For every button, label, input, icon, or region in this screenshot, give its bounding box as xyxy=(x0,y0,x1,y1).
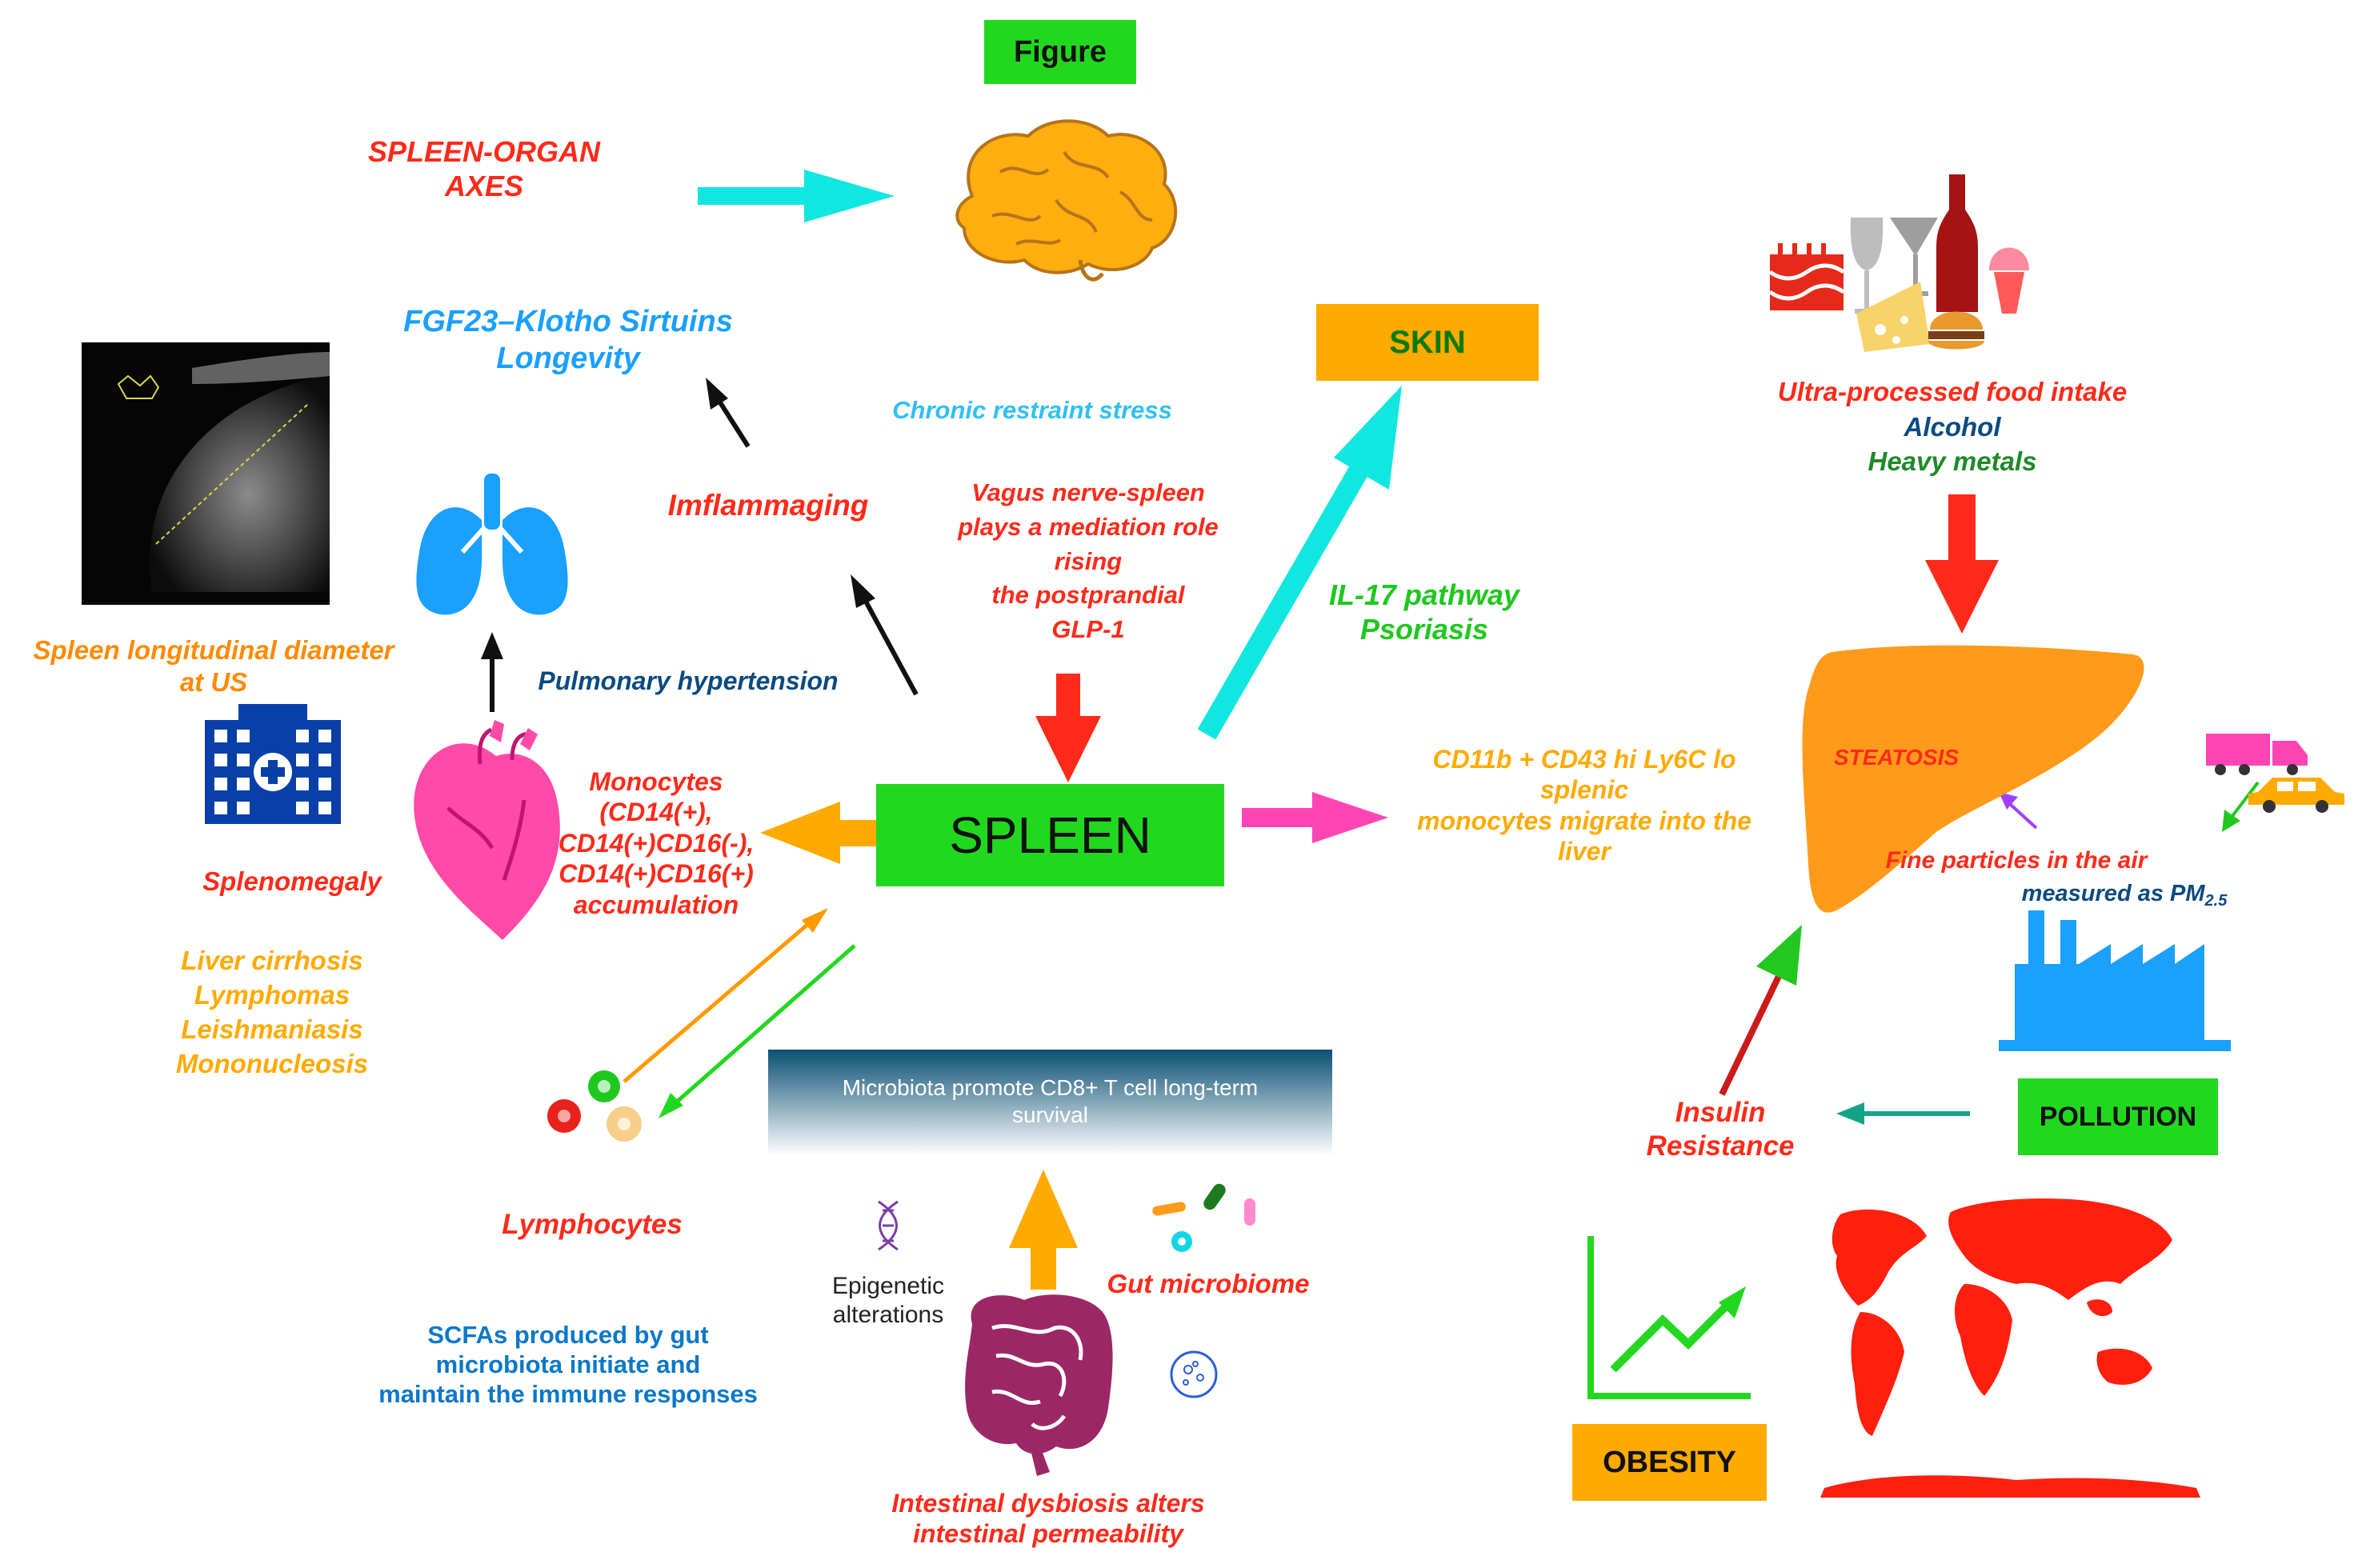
ultrasound-image xyxy=(82,342,330,605)
arrow-spleen-to-inflammaging xyxy=(851,574,919,696)
arrow-vehicles-to-particles xyxy=(2222,781,2260,832)
heart-icon xyxy=(414,720,560,940)
skin-box xyxy=(1316,304,1539,381)
obesity-label: OBESITY xyxy=(1603,1445,1736,1479)
microbe-icon xyxy=(1170,1350,1218,1398)
obesity-chart-icon xyxy=(1587,1236,1751,1399)
arrow-inflammaging-to-fgf xyxy=(706,378,751,448)
arrow-pollution-to-insulin xyxy=(1836,1102,1970,1125)
bacteria-icon xyxy=(1152,1183,1255,1252)
pm-subscript: 2.5 xyxy=(2204,892,2228,910)
steatosis-label: STEATOSIS xyxy=(1833,745,1960,770)
monocytes-label: Monocytes (CD14(+), CD14(+)CD16(-), CD14… xyxy=(558,767,755,919)
lungs-icon xyxy=(416,474,568,615)
arrow-spleen-to-lymphocytes xyxy=(659,944,856,1118)
pm25-label: measured as PM2.5 xyxy=(1992,880,2256,910)
factory-icon xyxy=(1999,910,2231,1051)
intestine-icon xyxy=(965,1294,1113,1476)
pm-prefix: measured as PM xyxy=(2021,881,2205,906)
fine-particles-label: Fine particles in the air xyxy=(1885,847,2148,874)
truck-icon xyxy=(2206,734,2308,775)
obesity-box xyxy=(1572,1424,1767,1501)
food-intake-label: Ultra-processed food intake xyxy=(1777,377,2128,406)
spleen-organ-axes-label: SPLEEN-ORGAN AXES xyxy=(367,135,601,203)
insulin-resistance-label: Insulin Resistance xyxy=(1646,1097,1795,1162)
arrow-spleen-to-monocytes xyxy=(760,802,879,864)
arrow-spleen-to-liver-monocytes xyxy=(1242,792,1388,843)
arrow-intestine-to-banner xyxy=(1009,1170,1078,1290)
skin-label: SKIN xyxy=(1389,324,1466,360)
figure-title: Figure xyxy=(1013,34,1107,69)
heavy-metals-label: Heavy metals xyxy=(1868,446,2037,476)
pollution-label: POLLUTION xyxy=(2039,1101,2197,1132)
chronic-stress-label: Chronic restraint stress xyxy=(892,396,1172,424)
il17-psoriasis-label: IL-17 pathway Psoriasis xyxy=(1328,578,1520,646)
lymphocytes-label: Lymphocytes xyxy=(502,1209,683,1240)
arrow-lymphocytes-to-spleen xyxy=(623,908,828,1083)
microbiota-banner xyxy=(768,1050,1332,1155)
brain-icon xyxy=(955,119,1178,282)
gut-microbiome-label: Gut microbiome xyxy=(1107,1269,1310,1298)
car-icon xyxy=(2248,778,2344,813)
arrow-heart-to-lungs xyxy=(481,632,503,712)
vagus-nerve-label: Vagus nerve-spleen plays a mediation rol… xyxy=(958,478,1219,644)
cd11b-monocytes-label: CD11b + CD43 hi Ly6C lo splenic monocyte… xyxy=(1417,745,1751,866)
fgf23-klotho-label: FGF23–Klotho Sirtuins Longevity xyxy=(403,305,733,375)
diseases-list-label: Liver cirrhosis Lymphomas Leishmaniasis … xyxy=(175,946,369,1078)
arrow-insulin-to-liver xyxy=(1719,925,1802,1096)
arrow-food-to-liver xyxy=(1925,494,1999,634)
spleen-diameter-label: Spleen longitudinal diameter at US xyxy=(33,635,394,697)
splenomegaly-label: Splenomegaly xyxy=(202,866,382,896)
food-icon xyxy=(1768,174,2029,352)
figure-box xyxy=(984,20,1136,84)
spleen-label: SPLEEN xyxy=(949,806,1151,864)
arrow-vagus-to-spleen xyxy=(1035,674,1101,782)
dysbiosis-label: Intestinal dysbiosis alters intestinal p… xyxy=(891,1489,1205,1549)
epigenetic-alterations-label: Epigenetic alterations xyxy=(831,1273,945,1328)
world-map-icon xyxy=(1820,1198,2200,1498)
spleen-box xyxy=(876,784,1224,886)
arrow-axes-to-brain xyxy=(698,170,895,222)
dna-icon xyxy=(878,1200,899,1251)
arrow-particles-to-liver xyxy=(1999,792,2038,830)
lymphocyte-cells-icon xyxy=(547,1070,642,1142)
hospital-icon xyxy=(205,704,341,824)
alcohol-label: Alcohol xyxy=(1904,412,2001,442)
pulmonary-hypertension-label: Pulmonary hypertension xyxy=(538,666,839,695)
arrow-spleen-to-skin xyxy=(1197,386,1402,740)
microbiota-banner-text: Microbiota promote CD8+ T cell long-term… xyxy=(842,1075,1259,1127)
pollution-box xyxy=(2018,1078,2218,1155)
liver-icon xyxy=(1802,645,2144,913)
inflammaging-label: Imflammaging xyxy=(667,489,869,522)
scfa-label: SCFAs produced by gut microbiota initiat… xyxy=(378,1321,758,1409)
